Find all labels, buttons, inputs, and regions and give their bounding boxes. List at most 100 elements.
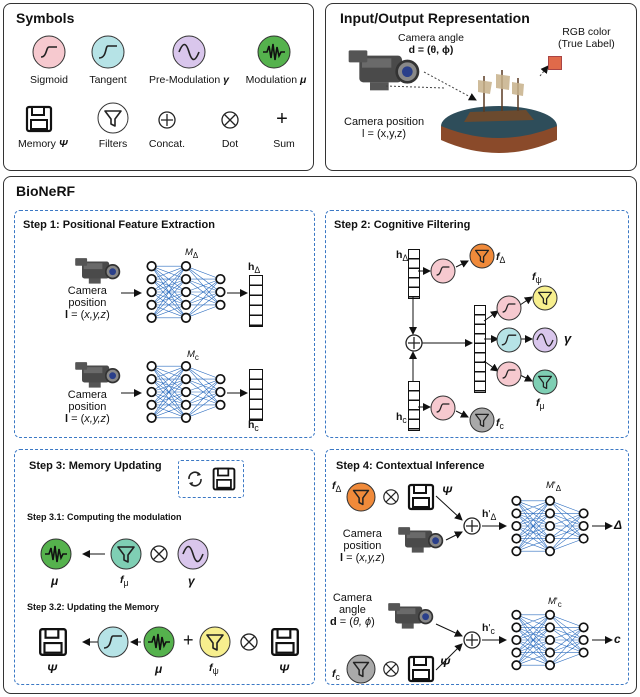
- modulation-label: Modulation μ: [245, 74, 307, 86]
- modulation-icon: [257, 35, 291, 69]
- io-panel: Input/Output Representation Camera angle…: [325, 3, 637, 171]
- step3-mu: μ: [51, 574, 59, 588]
- step2-filter-delta-icon: [469, 243, 495, 269]
- step2-filter-mu-icon: [532, 369, 558, 395]
- step4-network-c: [511, 609, 589, 671]
- step2-f-mu: fμ: [536, 397, 545, 412]
- step2-f-delta: fΔ: [496, 251, 506, 266]
- step2-vector-concat: [474, 305, 486, 393]
- step4-memory-icon-2: [407, 655, 435, 683]
- io-rgb: RGB color (True Label): [558, 26, 615, 50]
- step4-f-c: fc: [332, 668, 340, 683]
- filter-icon: [97, 102, 129, 134]
- io-title: Input/Output Representation: [340, 10, 530, 26]
- step1-network-c: [146, 361, 226, 423]
- step4-wires: [435, 495, 613, 671]
- step2-tangent-icon: [496, 327, 522, 353]
- step2-vector-delta: [408, 249, 420, 299]
- dot-icon: [221, 111, 239, 129]
- step4-box: Step 4: Contextual Inference fΔ Ψ Camera…: [325, 449, 629, 685]
- step4-concat-icon-2: [463, 631, 481, 649]
- bionerf-panel: BioNeRF Step 1: Positional Feature Extra…: [3, 176, 637, 694]
- step2-sigmoid-delta-icon: [430, 258, 456, 284]
- step3-sub2: Step 3.2: Updating the Memory: [27, 602, 160, 612]
- concat-label: Concat.: [148, 138, 186, 150]
- step3-f-psi: fψ: [209, 662, 219, 677]
- step2-sigmoid-psi-icon: [496, 295, 522, 321]
- step4-filter-c-icon: [346, 654, 376, 684]
- step2-box: Step 2: Cognitive Filtering hΔ hc: [325, 210, 629, 438]
- sum-icon: +: [276, 108, 288, 130]
- step3-psi-in: Ψ: [279, 662, 289, 676]
- sum-label: Sum: [273, 138, 295, 150]
- step1-box: Step 1: Positional Feature Extraction Ca…: [14, 210, 315, 438]
- refresh-icon: [188, 471, 202, 487]
- step4-filter-delta-icon: [346, 482, 376, 512]
- step3-refresh-memory-box: [178, 460, 244, 498]
- step4-title: Step 4: Contextual Inference: [336, 460, 485, 472]
- bionerf-title: BioNeRF: [16, 183, 76, 199]
- premodulation-label: Pre-Modulation γ: [149, 74, 229, 86]
- step1-arrow: [121, 289, 248, 397]
- premodulation-icon: [172, 35, 206, 69]
- step2-filter-c-icon: [469, 407, 495, 433]
- step4-psi-1: Ψ: [442, 484, 452, 498]
- step3-f-mu: fμ: [120, 574, 129, 589]
- step1-h-c: hc: [248, 419, 259, 434]
- rgb-swatch: [548, 56, 562, 70]
- memory-label: Memory Ψ: [18, 138, 68, 150]
- step2-gamma: γ: [564, 331, 572, 346]
- step1-title: Step 1: Positional Feature Extraction: [23, 219, 215, 231]
- step1-vector-c: [249, 369, 263, 421]
- step4-network-delta: [511, 495, 589, 557]
- step1-camera-label: Camera position l = (x,y,z): [65, 285, 110, 321]
- step4-psi-2: Ψ: [440, 656, 450, 670]
- step2-sigmoid-c-icon: [430, 395, 456, 421]
- sigmoid-icon: [32, 35, 66, 69]
- step3-modulation-icon-2: [143, 626, 175, 658]
- step4-out-c: c: [614, 632, 621, 646]
- step1-camera-label-2: Camera position l = (x,y,z): [65, 389, 110, 425]
- tangent-icon: [91, 35, 125, 69]
- step2-wires: [409, 260, 533, 418]
- step4-f-delta: fΔ: [332, 480, 342, 495]
- step2-h-c: hc: [396, 411, 407, 426]
- step2-f-psi: fψ: [532, 271, 542, 286]
- step3-memory-in-icon: [271, 628, 299, 656]
- step4-h-c: h'c: [482, 622, 495, 637]
- step4-concat-icon-1: [463, 517, 481, 535]
- dot-label: Dot: [221, 138, 239, 150]
- step1-h-delta: hΔ: [248, 261, 261, 276]
- concat-icon: [158, 111, 176, 129]
- step3-premod-icon: [177, 538, 209, 570]
- step3-filter-psi-icon: [199, 626, 231, 658]
- memory-icon: [25, 105, 53, 133]
- step3-wire-2: [130, 638, 141, 646]
- step2-premod-icon: [532, 327, 558, 353]
- step2-h-delta: hΔ: [396, 249, 409, 264]
- step2-filter-psi-icon: [532, 285, 558, 311]
- symbols-panel: Symbols Sigmoid Tangent Pre-Modulation γ…: [3, 3, 314, 171]
- step1-m-delta: MΔ: [185, 247, 199, 260]
- io-camera-position: Camera position l = (x,y,z): [344, 116, 425, 140]
- step3-gamma: γ: [188, 574, 195, 588]
- step3-dot-icon-2: [240, 633, 258, 651]
- step2-f-c: fc: [496, 417, 504, 432]
- step1-m-c: Mc: [187, 349, 199, 362]
- symbols-title: Symbols: [16, 10, 75, 26]
- step3-mu-2: μ: [155, 662, 163, 676]
- ship-scene-image: [441, 70, 557, 153]
- step4-out-delta: Δ: [614, 518, 623, 532]
- step3-box: Step 3: Memory Updating Step 3.1: Comput…: [14, 449, 315, 685]
- step2-vector-c: [408, 381, 420, 431]
- step1-camera-icon-2: [74, 361, 121, 389]
- step2-sigmoid-mu-icon: [496, 361, 522, 387]
- step3-filter-mu-icon: [110, 538, 142, 570]
- filters-label: Filters: [98, 138, 128, 150]
- step2-title: Step 2: Cognitive Filtering: [334, 219, 471, 231]
- step2-plus-icon: [405, 334, 423, 352]
- step3-plus: +: [183, 630, 194, 650]
- step1-vector-delta: [249, 275, 263, 327]
- step1-network-delta: [146, 261, 226, 323]
- step4-m-delta: M'Δ: [546, 480, 562, 493]
